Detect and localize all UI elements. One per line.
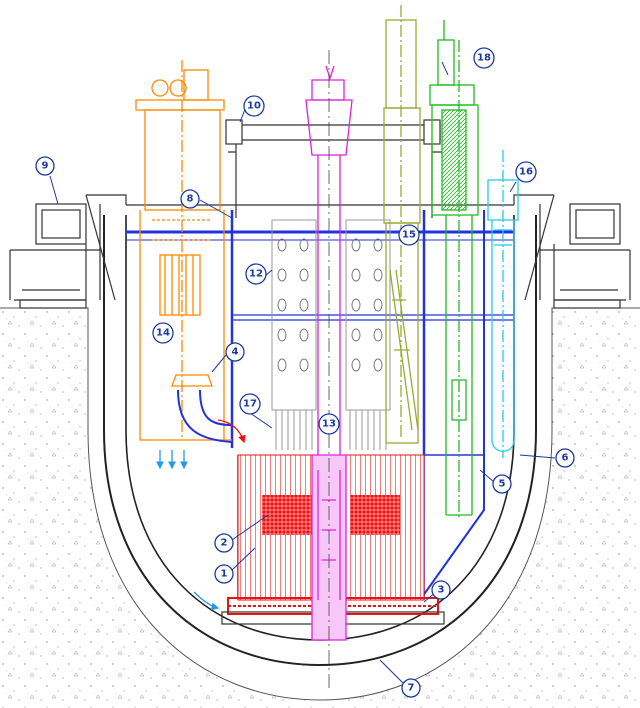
left-support-structure: [9, 194, 127, 309]
instrumentation-thimble: [487, 150, 519, 458]
callout-4: 4: [225, 342, 245, 362]
guard-vessel: [103, 215, 537, 667]
pump-circuit: [135, 60, 232, 441]
pump-outlet-duct: [177, 389, 233, 443]
callout-3: 3: [431, 580, 451, 600]
svg-text:12: 12: [249, 269, 263, 280]
callout-18: 18: [473, 47, 495, 69]
heat-exchanger-modules: [271, 219, 391, 450]
callout-14: 14: [152, 322, 174, 344]
refuelling-machine: [383, 5, 421, 444]
svg-text:3: 3: [438, 585, 445, 596]
svg-text:7: 7: [408, 683, 415, 694]
svg-text:14: 14: [156, 328, 170, 339]
callout-9: 9: [35, 156, 55, 176]
svg-text:15: 15: [402, 230, 416, 241]
svg-text:6: 6: [562, 453, 569, 464]
svg-text:1: 1: [221, 569, 228, 580]
callout-5: 5: [492, 474, 512, 494]
svg-text:10: 10: [247, 101, 261, 112]
callout-leaders: [49, 61, 556, 687]
svg-text:16: 16: [519, 167, 533, 178]
callout-2: 2: [214, 533, 234, 553]
callout-16: 16: [515, 161, 537, 183]
callout-8: 8: [180, 189, 200, 209]
control-rod-column: [305, 65, 353, 641]
sodium-flow-arrow: [217, 419, 246, 444]
right-support-structure: [513, 194, 631, 309]
callout-15: 15: [398, 224, 420, 246]
callout-1: 1: [214, 564, 234, 584]
svg-text:8: 8: [187, 194, 194, 205]
callout-10: 10: [243, 95, 265, 117]
callout-7: 7: [401, 678, 421, 698]
callout-12: 12: [245, 263, 267, 285]
outlet-arrows: [156, 450, 220, 611]
svg-text:18: 18: [477, 53, 491, 64]
svg-text:5: 5: [499, 479, 506, 490]
drive-mechanism: [429, 20, 479, 520]
svg-text:17: 17: [243, 399, 257, 410]
callout-13: 13: [318, 413, 340, 435]
svg-text:13: 13: [322, 419, 336, 430]
callout-17: 17: [239, 393, 261, 415]
concrete-pit: [0, 307, 640, 708]
svg-text:4: 4: [232, 347, 239, 358]
svg-text:9: 9: [42, 161, 49, 172]
callout-6: 6: [555, 448, 575, 468]
svg-text:2: 2: [221, 538, 228, 549]
